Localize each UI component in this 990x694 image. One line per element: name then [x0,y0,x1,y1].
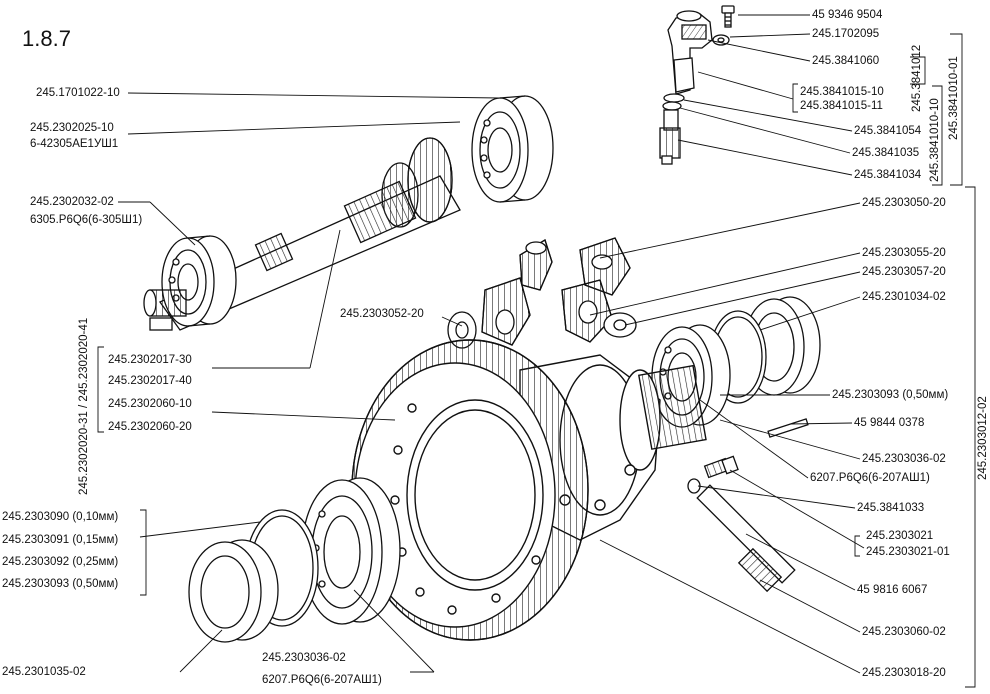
pin-part [767,418,809,438]
part-label: 45 9816 6067 [857,584,928,596]
part-label: 245.2303036-02 [862,453,946,465]
assembly-label-vertical: 245.2302020-31 / 245.2302020-41 [78,317,90,495]
figure-number: 1.8.7 [22,26,71,51]
part-label: 245.2303090 (0,10мм) [2,511,119,523]
part-label: 245.2303093 (0,50мм) [832,389,949,401]
speedometer-drive-assembly [659,5,735,165]
part-label: 245.3841035 [852,147,920,159]
part-label: 45 9844 0378 [854,417,925,429]
fixing-bolt-part [703,455,739,479]
assembly-label-vertical: 245.3841012 [911,44,923,112]
satellite-gear-1 [519,239,553,291]
part-label: 45 9346 9504 [812,9,883,21]
drive-housing-part [667,10,713,95]
final-drive-gear-part [351,339,589,641]
part-label: 245.1702095 [812,28,880,40]
part-label: 245.2303052-20 [340,308,424,320]
part-label: 6207.P6Q6(6-207АШ1) [262,674,382,686]
part-label: 6207.P6Q6(6-207АШ1) [810,472,930,484]
part-label: 245.2302060-20 [108,421,192,433]
oil-seal-left-part [188,539,279,643]
roller-bearing-large-part [471,95,554,203]
part-label: 245.2302017-30 [108,354,192,366]
part-label: 245.3841015-10 [800,86,884,98]
part-label: 245.2303091 (0,15мм) [2,534,119,546]
part-label: 245.2302017-40 [108,375,192,387]
part-label: 245.2303021-01 [866,546,950,558]
thrust-washer-right [603,312,637,338]
part-label: 245.2303018-20 [862,667,946,679]
part-label: 245.3841034 [854,169,922,181]
part-label: 245.2303092 (0,25мм) [2,556,119,568]
part-label: 245.3841060 [812,55,880,67]
shaft-spline-tip-part [143,289,187,331]
leader-lines [97,14,976,688]
left-bearing-group [188,477,401,643]
part-label: 245.3841033 [857,502,925,514]
driven-gear-part [659,109,681,165]
bearing-left-part [301,477,401,625]
part-label: 6-42305АЕ1УШ1 [30,138,119,150]
part-label: 245.2302032-02 [30,196,114,208]
part-label: 245.2303036-02 [262,652,346,664]
part-label: 245.3841054 [854,125,922,137]
part-label: 245.3841015-11 [800,100,883,112]
part-label: 245.2303055-20 [862,247,946,259]
part-label: 245.1701022-10 [36,87,120,99]
part-label: 245.2303060-02 [862,626,946,638]
part-label: 6305.P6Q6(6-305Ш1) [30,214,143,226]
bolt-part [721,5,735,28]
part-label: 245.2303057-20 [862,266,946,278]
part-label: 245.2301035-02 [2,666,86,678]
side-gear-left [481,277,531,346]
thrust-washer-left [447,311,477,349]
seal-ring-part [663,93,685,103]
satellite-gear-2 [579,237,631,296]
part-label: 245.2303093 (0,50мм) [2,578,119,590]
spline-section-part [343,180,417,244]
differential-gears [447,237,637,349]
part-label: 245.2301034-02 [862,291,946,303]
input-shaft-assembly [143,95,554,331]
part-label: 245.2302025-10 [30,122,114,134]
part-label: 245.2303021 [866,530,934,542]
assembly-label-vertical: 245.2303012-02 [977,396,989,480]
assembly-label-vertical: 245.3841010-10 [929,98,941,182]
part-label: 245.2303050-20 [862,197,946,209]
assembly-label-vertical: 245.3841010-01 [948,56,960,140]
speedometer-drive-gear-part [696,484,796,593]
side-gear-right [561,279,613,343]
part-label: 245.2302060-10 [108,398,192,410]
